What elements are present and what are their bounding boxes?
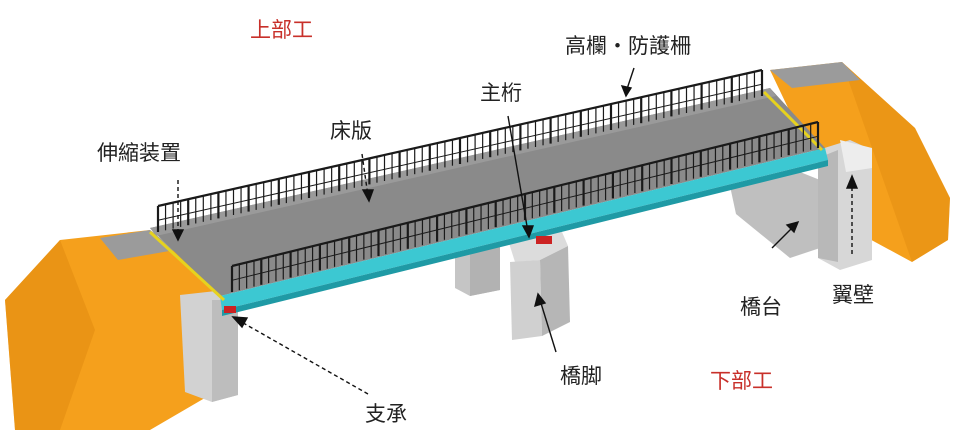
arrow-pier bbox=[539, 299, 557, 353]
leader-lines bbox=[171, 67, 859, 395]
railing-back bbox=[156, 68, 764, 232]
label-main-girder: 主桁 bbox=[480, 81, 522, 105]
left-embankment bbox=[5, 230, 230, 430]
right-abutment bbox=[730, 140, 872, 270]
railing-front bbox=[230, 120, 820, 292]
left-abutment bbox=[180, 290, 238, 402]
label-railing: 高欄・防護柵 bbox=[565, 34, 691, 58]
expansion-joint-right bbox=[762, 90, 824, 152]
label-wing-wall: 翼壁 bbox=[832, 283, 874, 307]
label-pier: 橋脚 bbox=[560, 364, 602, 388]
label-deck-slab: 床版 bbox=[330, 119, 372, 143]
label-substructure: 下部工 bbox=[710, 369, 773, 393]
arrow-bearing bbox=[237, 319, 369, 395]
pier-front bbox=[508, 232, 570, 340]
label-expansion-joint: 伸縮装置 bbox=[97, 141, 181, 165]
bearing-pier bbox=[536, 236, 552, 244]
arrow-deck-slab bbox=[361, 153, 369, 197]
label-superstructure: 上部工 bbox=[250, 18, 313, 42]
bearing-left bbox=[224, 306, 236, 313]
label-abutment: 橋台 bbox=[740, 295, 782, 319]
expansion-joint-left bbox=[148, 230, 226, 302]
label-bearing: 支承 bbox=[365, 402, 407, 426]
pier-back bbox=[455, 246, 500, 296]
arrow-main-girder bbox=[507, 115, 529, 233]
arrow-abutment bbox=[771, 225, 795, 249]
